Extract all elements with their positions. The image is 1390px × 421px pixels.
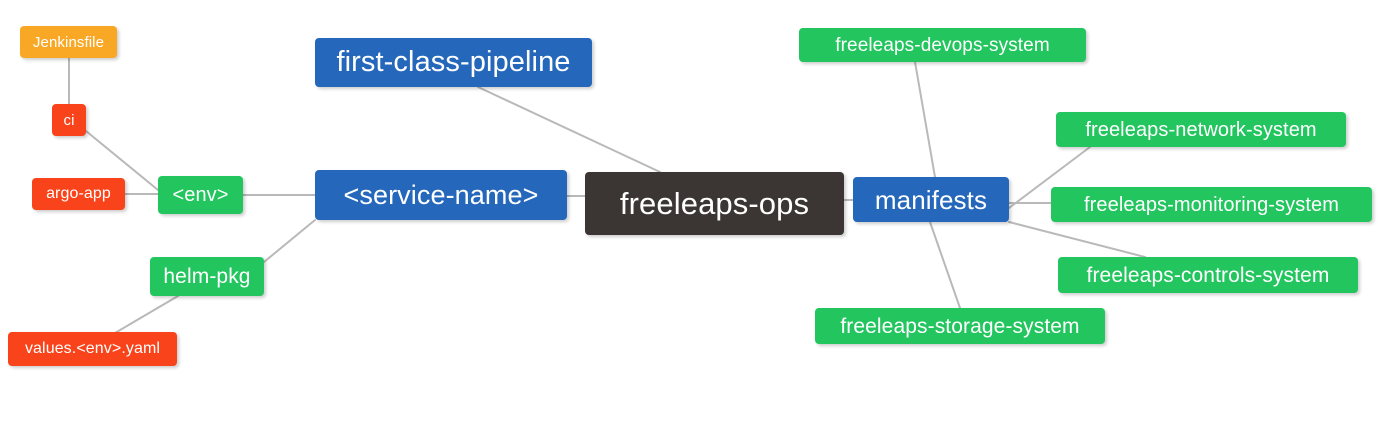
node-freeleaps-controls-system[interactable]: freeleaps-controls-system: [1058, 257, 1358, 293]
node-label: ci: [63, 111, 75, 129]
edge-manifests-to-freeleaps-devops-system: [914, 61, 936, 178]
node-ci[interactable]: ci: [52, 104, 86, 136]
node-helm-pkg[interactable]: helm-pkg: [150, 257, 264, 296]
node-label: values.<env>.yaml: [24, 340, 161, 357]
node-argo-app[interactable]: argo-app: [32, 178, 125, 210]
node-label: first-class-pipeline: [336, 46, 571, 78]
edge-service-name-to-helm-pkg: [263, 219, 316, 263]
node-label: freeleaps-network-system: [1085, 118, 1317, 141]
node-freeleaps-ops[interactable]: freeleaps-ops: [585, 172, 844, 235]
node-freeleaps-devops-system[interactable]: freeleaps-devops-system: [799, 28, 1086, 62]
edge-helm-pkg-to-values-yaml: [114, 295, 179, 334]
node-manifests[interactable]: manifests: [853, 177, 1009, 222]
edge-first-class-pipeline-to-freeleaps-ops: [477, 86, 661, 173]
node-service-name[interactable]: <service-name>: [315, 170, 567, 220]
node-label: Jenkinsfile: [32, 33, 105, 51]
node-freeleaps-monitoring-system[interactable]: freeleaps-monitoring-system: [1051, 187, 1372, 222]
node-freeleaps-storage-system[interactable]: freeleaps-storage-system: [815, 308, 1105, 344]
node-label: manifests: [874, 184, 988, 215]
node-values-yaml[interactable]: values.<env>.yaml: [8, 332, 177, 366]
edge-manifests-to-freeleaps-controls-system: [1008, 221, 1146, 258]
node-first-class-pipeline[interactable]: first-class-pipeline: [315, 38, 592, 87]
node-label: freeleaps-controls-system: [1086, 263, 1330, 287]
node-label: <env>: [172, 184, 229, 206]
node-label: <service-name>: [343, 179, 539, 210]
node-label: freeleaps-monitoring-system: [1083, 193, 1339, 216]
node-label: helm-pkg: [163, 265, 251, 288]
node-label: freeleaps-ops: [619, 186, 810, 221]
node-label: argo-app: [46, 185, 111, 202]
node-label: freeleaps-storage-system: [840, 314, 1080, 338]
node-label: freeleaps-devops-system: [835, 34, 1050, 56]
node-env[interactable]: <env>: [158, 176, 243, 214]
edge-manifests-to-freeleaps-storage-system: [929, 221, 961, 309]
node-jenkinsfile[interactable]: Jenkinsfile: [20, 26, 117, 58]
node-freeleaps-network-system[interactable]: freeleaps-network-system: [1056, 112, 1346, 147]
